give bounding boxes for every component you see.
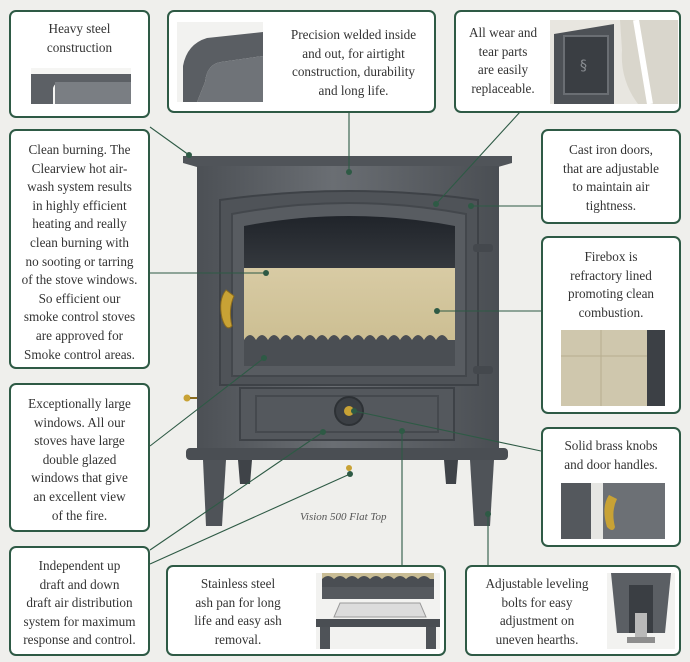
leader-dots [186,152,491,517]
leveling-bolt [346,465,352,471]
callout-cast-iron-doors: Cast iron doors, that are adjustable to … [541,129,681,224]
callout-leveling-bolts-text: Adjustable leveling bolts for easy adjus… [485,576,589,647]
callout-ash-pan: Stainless steel ash pan for long life an… [166,565,446,656]
ashpan-panel [255,395,439,433]
callout-firebox-text: Firebox is refractory lined promoting cl… [567,249,655,320]
hinge-top [473,244,493,252]
ash-pan-thumbnail [316,573,440,649]
firebox-thumbnail [561,330,665,406]
hinge-bottom [473,366,493,374]
callout-clean-burning: Clean burning. The Clearview hot air- wa… [9,129,150,369]
leg-front-left [203,460,226,526]
brass-knob-thumbnail [561,483,665,539]
weld-thumbnail [177,22,263,102]
callout-precision-welded: Precision welded inside and out, for air… [167,10,436,113]
callout-large-windows-text: Exceptionally large windows. All our sto… [28,396,131,523]
callout-leveling-bolts: Adjustable leveling bolts for easy adjus… [465,565,681,656]
leg-front-right [470,460,494,526]
callout-heavy-steel: Heavy steel construction [9,10,150,118]
callout-air-distribution: Independent up draft and down draft air … [9,546,150,656]
callout-wear-parts: All wear and tear parts are easily repla… [454,10,681,113]
callout-precision-welded-text: Precision welded inside and out, for air… [290,27,417,98]
callout-air-distribution-text: Independent up draft and down draft air … [23,558,136,648]
product-caption: Vision 500 Flat Top [300,511,387,523]
callout-large-windows: Exceptionally large windows. All our sto… [9,383,150,532]
callout-heavy-steel-text: Heavy steel construction [46,21,113,55]
heavy-steel-thumbnail [31,68,131,104]
callout-wear-parts-text: All wear and tear parts are easily repla… [468,25,538,96]
svg-text:§: § [580,58,587,74]
callout-brass-knobs: Solid brass knobs and door handles. [541,427,681,547]
side-brass-knob [183,394,191,402]
brass-door-handle[interactable] [220,289,235,329]
brass-knob-center [344,406,354,416]
leveling-bolt-thumbnail [607,573,675,649]
leg-back-left [238,460,252,484]
fire-bars [244,335,455,366]
callout-ash-pan-text: Stainless steel ash pan for long life an… [194,576,282,647]
callout-brass-knobs-text: Solid brass knobs and door handles. [564,438,658,472]
callout-cast-iron-doors-text: Cast iron doors, that are adjustable to … [563,142,659,213]
callout-firebox: Firebox is refractory lined promoting cl… [541,236,681,414]
leader-lines [149,111,542,565]
callout-clean-burning-text: Clean burning. The Clearview hot air- wa… [21,142,138,362]
stove-base [186,448,508,460]
stove-top-plate [183,156,512,167]
leg-back-right [444,460,458,484]
wear-parts-thumbnail: § [550,20,678,104]
